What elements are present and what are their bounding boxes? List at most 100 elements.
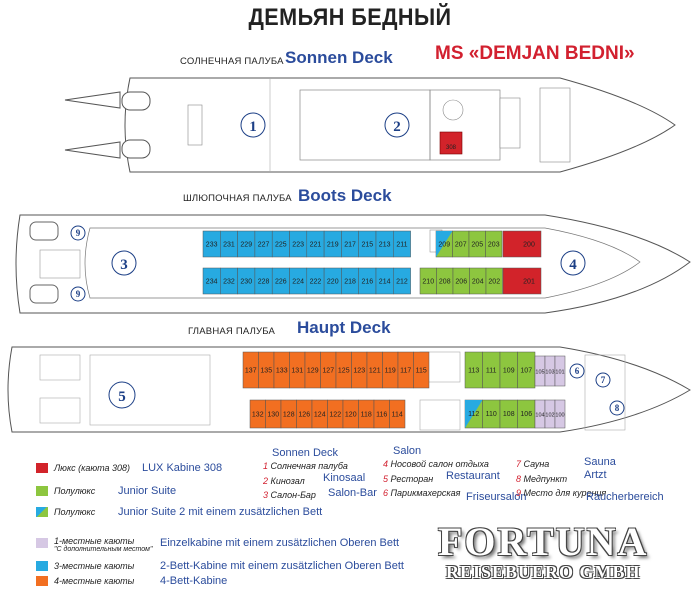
legend-quad-de: 4-Bett-Kabine — [160, 575, 228, 587]
main-cabin-label-106: 106 — [520, 411, 532, 418]
main-cabin-label-107: 107 — [520, 368, 532, 375]
key-1-de: Sonnen Deck — [272, 447, 339, 459]
main-cabin-label-118: 118 — [361, 412, 372, 419]
legend-suite2-de: Junior Suite 2 mit einem zusätzlichen Be… — [118, 506, 323, 518]
main-cabin-label-109: 109 — [503, 368, 515, 375]
key-3-de: Salon-Bar — [328, 487, 377, 499]
key-8: 8 Медпункт — [516, 474, 567, 484]
zone-4-label: 4 — [569, 257, 577, 273]
main-cabin-label-127: 127 — [322, 368, 334, 375]
legend-swatch-triple — [36, 561, 48, 571]
boat-cabin-label-234: 234 — [206, 279, 218, 286]
zone-6-marker — [569, 363, 585, 379]
key-3-num: 3 — [263, 490, 269, 500]
key-8-de: Artzt — [584, 469, 607, 481]
boat-cabin-209-triple-half — [436, 231, 453, 257]
key-8-num: 8 — [516, 474, 522, 484]
boat-cabin-label-232: 232 — [223, 279, 235, 286]
legend-single-ru2: "С дополнительным местом" — [54, 546, 153, 553]
main-cabin-label-113: 113 — [468, 368, 479, 375]
boat-cabin-label-223: 223 — [292, 242, 304, 249]
key-4: 4 Носовой салон отдыха — [383, 459, 489, 469]
legend-single-ru: 1-местные каюты — [54, 536, 135, 546]
boat-cabin-label-201: 201 — [523, 279, 535, 286]
boat-cabin-label-224: 224 — [292, 279, 304, 286]
legend-lux-de: LUX Kabine 308 — [142, 462, 223, 474]
key-6: 6 Парикмахерская — [383, 488, 460, 498]
key-9: 9 Место для курения — [516, 488, 606, 498]
zone-9-marker-bottom — [70, 286, 86, 302]
zone-5-marker — [108, 381, 136, 409]
boat-cabin-label-227: 227 — [258, 242, 270, 249]
boat-cabin-label-221: 221 — [310, 242, 322, 249]
legend-suite-de: Junior Suite — [118, 485, 177, 497]
sun-deck-plan — [64, 77, 676, 173]
zone-7-label: 7 — [601, 375, 606, 385]
boat-cabin-label-208: 208 — [439, 279, 451, 286]
zone-6-label: 6 — [575, 366, 580, 376]
boat-cabin-212 — [393, 267, 411, 295]
boat-cabin-label-216: 216 — [362, 279, 374, 286]
main-cabin-label-124: 124 — [314, 412, 326, 419]
main-cabin-label-102: 102 — [545, 413, 554, 419]
boat-cabin-label-209: 209 — [438, 242, 450, 249]
boat-cabin-label-233: 233 — [206, 242, 218, 249]
sun-deck-label-ru: СОЛНЕЧНАЯ ПАЛУБА — [180, 56, 284, 67]
brand-logo-subtitle: REISEBUERO GMBH — [446, 562, 641, 582]
zone-9-label-bottom: 9 — [76, 289, 81, 299]
main-cabin-label-119: 119 — [385, 368, 396, 375]
key-5: 5 Ресторан — [383, 474, 433, 484]
key-7-de: Sauna — [584, 456, 616, 468]
legend-single-de: Einzelkabine mit einem zusätzlichen Ober… — [160, 537, 400, 549]
main-cabin-label-116: 116 — [376, 412, 387, 419]
boat-cabin-label-222: 222 — [310, 279, 322, 286]
brand-logo-name: FORTUNA — [438, 519, 649, 564]
main-deck-label-de: Haupt Deck — [297, 318, 391, 337]
main-cabin-label-137: 137 — [245, 368, 257, 375]
legend-triple-ru: 3-местные каюты — [54, 561, 135, 571]
main-cabin-label-104: 104 — [535, 413, 544, 419]
zone-7-marker — [595, 372, 611, 388]
boat-cabin-label-225: 225 — [275, 242, 287, 249]
boat-cabin-203 — [485, 230, 503, 258]
boat-cabin-label-207: 207 — [455, 242, 467, 249]
boat-cabin-label-214: 214 — [379, 279, 391, 286]
main-cabin-label-105: 105 — [535, 370, 544, 376]
key-9-de: Raucherbereich — [586, 491, 664, 503]
legend-swatch-suite2 — [36, 507, 48, 517]
sun-deck-label-de: Sonnen Deck — [285, 48, 393, 67]
boat-cabin-label-219: 219 — [327, 242, 339, 249]
main-cabin-label-133: 133 — [276, 368, 288, 375]
main-cabin-label-132: 132 — [252, 412, 264, 419]
main-cabin-label-121: 121 — [369, 368, 381, 375]
key-7-ru: Сауна — [523, 459, 550, 469]
zone-5-label: 5 — [118, 389, 126, 405]
main-cabin-label-126: 126 — [298, 412, 310, 419]
boat-deck-label-de: Boots Deck — [298, 186, 392, 205]
boat-cabin-label-228: 228 — [258, 279, 270, 286]
zone-8-marker — [609, 400, 625, 416]
key-3: 3 Салон-Бар — [263, 490, 316, 500]
key-5-ru: Ресторан — [390, 474, 434, 484]
key-7-num: 7 — [516, 459, 522, 469]
zone-4-marker — [560, 250, 586, 276]
zone-2-marker — [384, 112, 410, 138]
legend-swatch-single — [36, 538, 48, 548]
main-cabin-label-110: 110 — [486, 411, 497, 418]
legend-quad-ru: 4-местные каюты — [54, 576, 135, 586]
boat-cabin-label-231: 231 — [223, 242, 235, 249]
key-1-ru: Солнечная палуба — [270, 461, 348, 471]
boat-cabin-label-210: 210 — [422, 279, 434, 286]
key-6-num: 6 — [383, 488, 389, 498]
ship-name: MS «DEMJAN BEDNI» — [435, 43, 635, 64]
main-cabin-label-135: 135 — [260, 368, 272, 375]
key-8-ru: Медпункт — [523, 474, 568, 484]
legend-lux-ru: Люкс (каюта 308) — [54, 463, 131, 473]
main-cabin-label-122: 122 — [329, 412, 341, 419]
main-cabin-112-triple-half — [465, 400, 483, 428]
key-9-ru: Место для курения — [523, 488, 607, 498]
key-4-num: 4 — [383, 459, 389, 469]
main-cabin-114 — [389, 399, 406, 429]
